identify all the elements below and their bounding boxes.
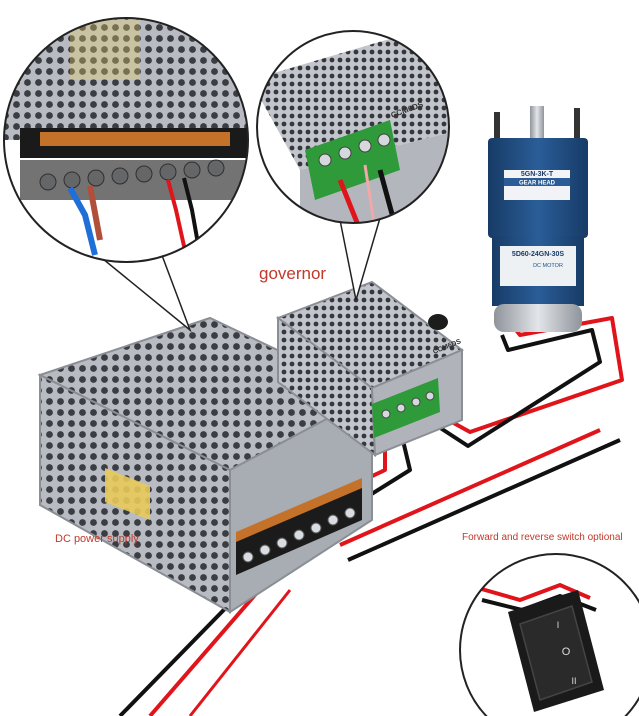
zoom-callout-governor: CCM6DS [256, 30, 450, 301]
zoom-callout-power-supply [3, 17, 249, 333]
motor-brand-mark: DC MOTOR [533, 263, 563, 269]
motor-model-mark: 5D60-24GN-30S [512, 251, 564, 258]
governor-label: governor [259, 264, 327, 283]
motor-gearhead-model: 5GN-3K-T [521, 171, 554, 178]
governor-unit: CCM6DS [275, 280, 464, 458]
motor-gearhead-text: GEAR HEAD [519, 181, 556, 187]
rocker-mark-bottom: II [571, 676, 576, 686]
psu-terminal-screws [242, 507, 356, 563]
power-supply-label: DC power supply [55, 533, 139, 545]
rocker-mark-top: I [557, 620, 560, 630]
switch-label: Forward and reverse switch optional [462, 532, 623, 543]
dc-gear-motor: 5GN-3K-T GEAR HEAD 5D60-24GN-30S DC MOTO… [488, 106, 588, 332]
rocker-mark-middle: O [562, 646, 571, 658]
zoom-callout-switch: I O II [459, 553, 639, 716]
